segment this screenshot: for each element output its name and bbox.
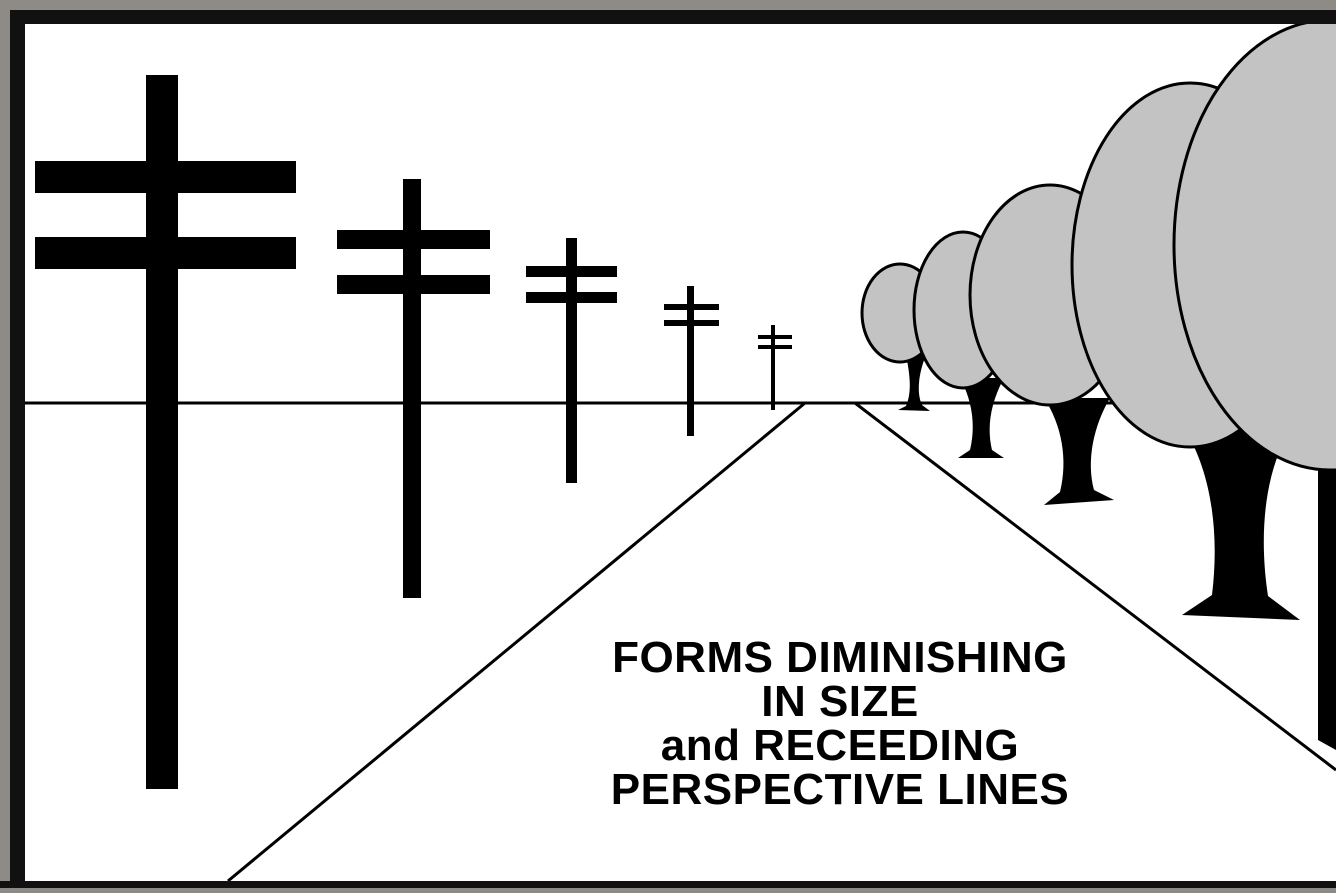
pole-crossbar-bottom (758, 345, 792, 349)
tree-trunk (958, 378, 1004, 458)
telephone-pole-1 (35, 75, 296, 789)
pole-post (771, 325, 775, 410)
pole-post (687, 286, 694, 436)
pole-crossbar-bottom (526, 292, 617, 303)
top-frame-strip (25, 0, 1336, 10)
top-border-strip (10, 10, 1336, 24)
caption-text: FORMS DIMINISHING IN SIZE and RECEEDING … (480, 636, 1200, 812)
pole-crossbar-top (35, 161, 296, 193)
telephone-pole-4 (664, 286, 719, 436)
road-right-edge (854, 401, 1336, 772)
tree-trunk (1182, 430, 1300, 620)
pole-crossbar-top (664, 304, 719, 310)
pole-crossbar-top (758, 335, 792, 339)
tree-trunk (1318, 470, 1336, 750)
tree-trunk (898, 355, 930, 411)
pole-crossbar-bottom (337, 275, 490, 294)
tree-5 (1172, 18, 1336, 750)
pole-crossbar-top (337, 230, 490, 249)
pole-crossbar-bottom (35, 237, 296, 269)
road-left-edge (227, 401, 806, 883)
pole-post (146, 75, 178, 789)
caption-line-2: IN SIZE (761, 677, 919, 726)
telephone-pole-3 (526, 238, 617, 483)
tree-trunk (1044, 398, 1114, 505)
caption-line-4: PERSPECTIVE LINES (610, 765, 1070, 814)
pole-crossbar-bottom (664, 320, 719, 326)
caption-line-3: and RECEEDING (660, 721, 1020, 770)
telephone-pole-5 (758, 325, 792, 410)
pole-crossbar-top (526, 266, 617, 277)
bottom-frame-strip (0, 888, 1336, 893)
pole-post (566, 238, 577, 483)
caption-line-1: FORMS DIMINISHING (612, 633, 1068, 682)
telephone-pole-2 (337, 179, 490, 598)
